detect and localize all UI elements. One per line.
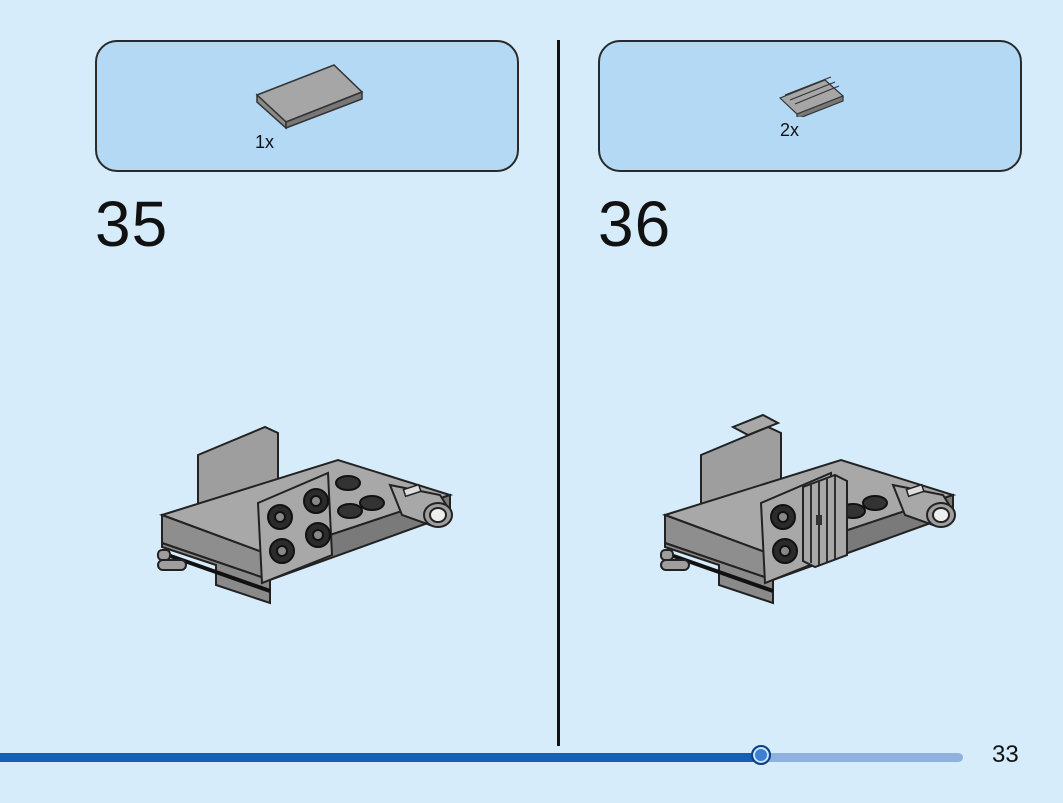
parts-callout-step-35: 1x [95,40,519,172]
model-illustration-step-36 [660,413,957,605]
parts-callout-step-36: 2x [598,40,1022,172]
tile-2x3-part-icon [255,64,364,130]
page-number: 33 [992,741,1019,768]
part-quantity: 1x [255,132,275,152]
page-divider [557,40,560,746]
model-illustration-step-35 [157,425,454,605]
grille-tile-part-icon [778,76,845,117]
progress-knob [751,745,771,765]
progress-bar [0,745,963,765]
progress-bar-fill [0,753,761,762]
part-quantity: 2x [780,120,800,140]
step-number-35: 35 [95,188,169,260]
step-number-36: 36 [598,188,672,260]
